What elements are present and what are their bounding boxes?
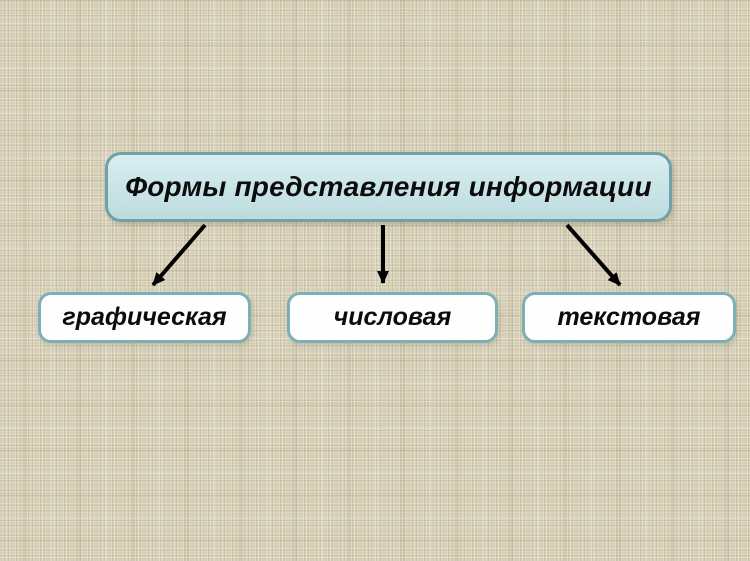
root-node-box: Формы представления информации <box>105 152 672 222</box>
child-node-text: текстовая <box>522 292 736 343</box>
child-node-numeric: числовая <box>287 292 498 343</box>
root-node-label: Формы представления информации <box>125 171 652 202</box>
arrow-to-graphic <box>151 223 207 287</box>
child-node-graphic-label: графическая <box>62 303 227 331</box>
child-node-graphic: графическая <box>38 292 251 343</box>
child-node-numeric-label: числовая <box>333 303 452 331</box>
arrow-to-text <box>565 223 622 287</box>
child-node-text-label: текстовая <box>557 303 701 331</box>
